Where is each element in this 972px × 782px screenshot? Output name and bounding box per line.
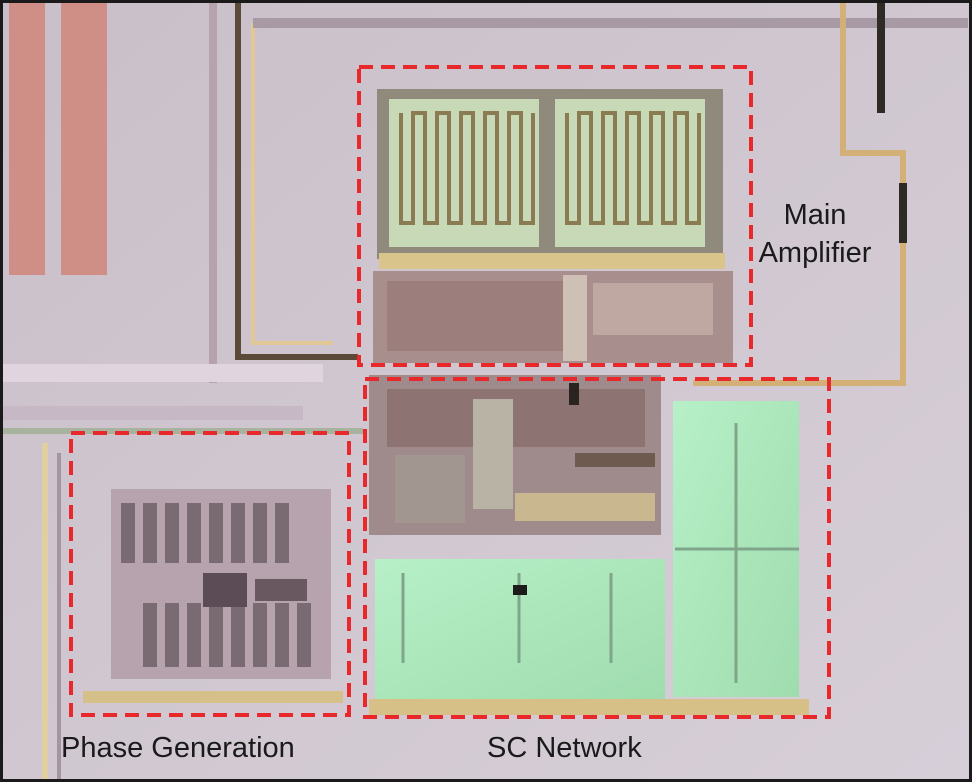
transistor-block	[387, 281, 563, 351]
main-amplifier-outline	[357, 65, 753, 367]
left-metal-strip	[61, 3, 107, 275]
metal-bus	[369, 699, 809, 715]
main-amplifier-label-line1: Main	[783, 199, 847, 231]
main-amplifier-label-line2: Amplifier	[758, 237, 872, 269]
resistor-trace	[399, 111, 535, 225]
switch-block	[387, 389, 645, 447]
phase-logic-gates	[121, 503, 311, 667]
transistor-block	[563, 275, 587, 361]
switch-block	[515, 493, 655, 521]
resistor-trace	[565, 111, 701, 225]
metal-route	[235, 3, 358, 360]
transistor-block	[593, 283, 713, 335]
metal-bus	[379, 253, 725, 269]
phase-generation-label: Phase Generation	[61, 732, 295, 764]
switch-block	[575, 453, 655, 467]
contact	[513, 585, 527, 595]
sc-network-outline	[363, 377, 831, 719]
contact	[569, 383, 579, 405]
switch-block	[395, 455, 465, 523]
die-photo	[3, 3, 969, 779]
sc-network-label: SC Network	[487, 732, 642, 764]
metal-route	[693, 3, 906, 386]
metal-route	[251, 23, 333, 345]
left-metal-strip	[9, 3, 45, 275]
phase-generation-outline	[69, 431, 351, 717]
switch-block	[473, 399, 513, 509]
main-amplifier-label: Main Amplifier	[749, 196, 881, 272]
metal-bus	[83, 691, 343, 703]
